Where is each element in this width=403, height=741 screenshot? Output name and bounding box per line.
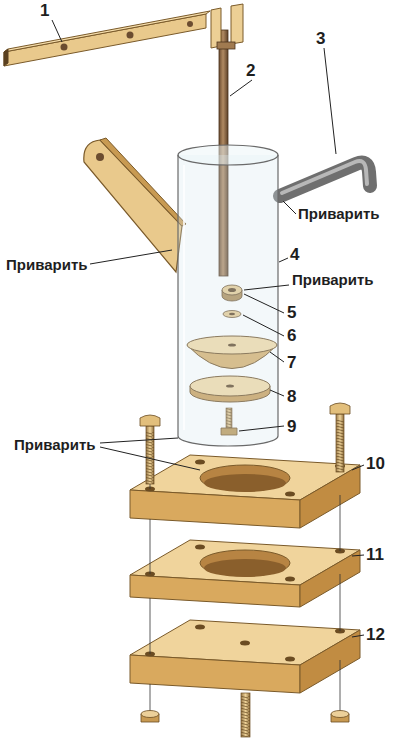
callout-number: 4: [290, 246, 299, 263]
weld-note: Приварить: [298, 206, 379, 221]
weld-note: Приварить: [14, 437, 95, 452]
callout-number: 7: [287, 354, 296, 371]
weld-note: Приварить: [6, 257, 87, 272]
callout-number: 10: [366, 455, 385, 472]
callout-number: 2: [246, 62, 255, 79]
callout-number: 9: [287, 418, 296, 435]
weld-note: Приварить: [292, 272, 373, 287]
callout-number: 3: [316, 30, 325, 47]
callout-number: 1: [40, 2, 49, 19]
callout-number: 12: [366, 626, 385, 643]
callout-number: 11: [366, 546, 384, 563]
callout-number: 6: [287, 327, 296, 344]
callout-number: 5: [287, 304, 296, 321]
callout-number: 8: [287, 388, 296, 405]
